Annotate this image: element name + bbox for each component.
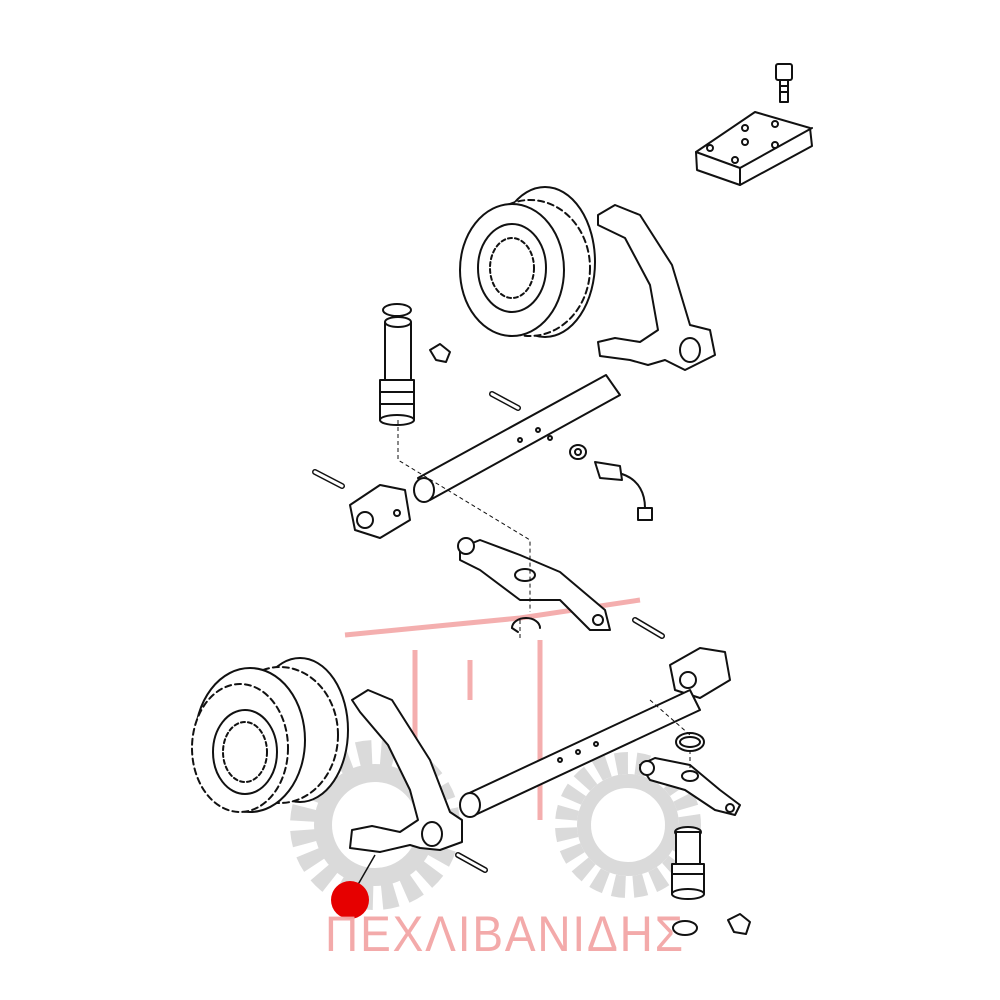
roll-pin-left — [312, 469, 345, 489]
lower-synchronizer-gear — [191, 657, 349, 813]
lower-o-ring — [672, 920, 698, 936]
upper-shift-rail — [413, 374, 621, 503]
roll-pin-right — [632, 617, 665, 639]
lower-plunger-housing — [671, 826, 705, 900]
left-shift-block — [349, 484, 411, 539]
alignment-lines — [397, 420, 691, 770]
right-shift-block — [669, 647, 731, 699]
roll-pin-bottom — [455, 852, 488, 873]
watermark-logo — [290, 597, 701, 910]
upper-synchronizer-gear — [459, 186, 596, 338]
interlock-lever — [457, 537, 611, 631]
lower-interlock-lever — [639, 757, 741, 816]
neutral-sensor-switch — [594, 461, 653, 521]
sensor-washer — [569, 444, 587, 460]
line-drawing — [191, 63, 813, 936]
circlip-middle — [511, 617, 541, 633]
lower-shift-fork — [349, 689, 463, 853]
callout — [331, 854, 376, 919]
cover-plate — [695, 111, 813, 186]
upper-shift-fork — [597, 204, 716, 371]
lower-shift-rail — [459, 689, 701, 818]
upper-detent-pin — [429, 343, 451, 363]
lower-detent-pin — [727, 913, 751, 935]
circlip-right — [675, 732, 705, 752]
watermark-gear-right — [555, 752, 701, 898]
bolt — [775, 63, 793, 103]
callout-marker[interactable] — [331, 881, 369, 919]
upper-plunger-housing — [379, 303, 415, 426]
roll-pin-upper — [489, 391, 521, 411]
